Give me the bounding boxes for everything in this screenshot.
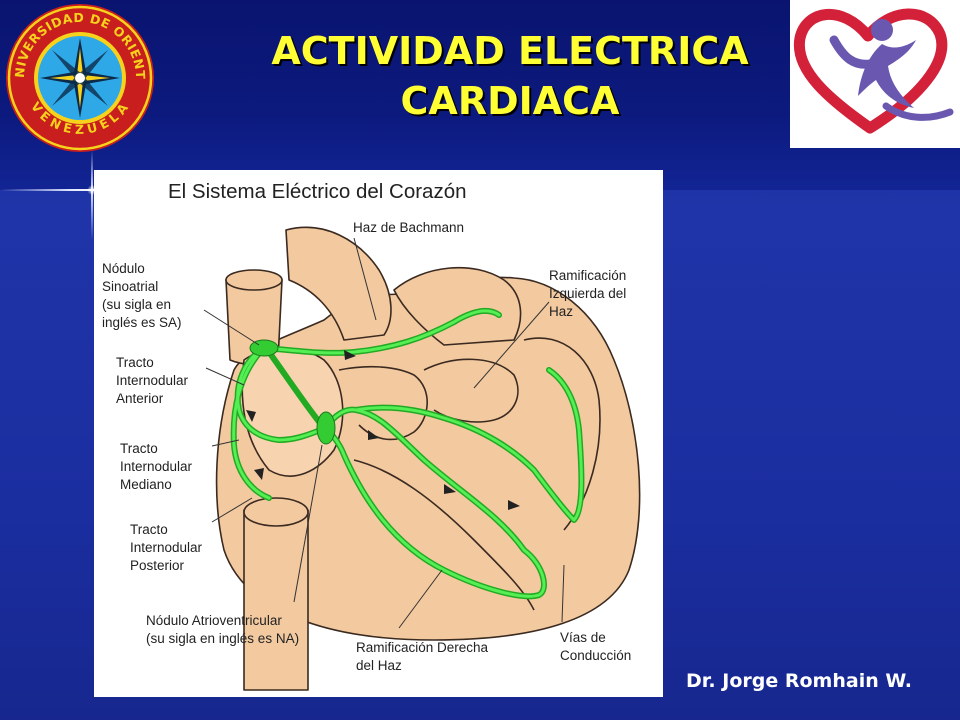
label-middle-1: Tracto [120, 441, 158, 456]
label-bachmann: Haz de Bachmann [353, 220, 464, 235]
diagram-title: El Sistema Eléctrico del Corazón [168, 180, 467, 203]
label-right-branch-1: Ramificación Derecha [356, 640, 489, 655]
label-posterior-1: Tracto [130, 522, 168, 537]
label-av-node-2: (su sigla en inglés es NA) [146, 631, 299, 646]
label-left-branch-3: Haz [549, 304, 573, 319]
label-sa-node-3: (su sigla en [102, 297, 171, 312]
label-posterior-3: Posterior [130, 558, 185, 573]
label-av-node-1: Nódulo Atrioventricular [146, 613, 282, 628]
label-left-branch-1: Ramificación [549, 268, 626, 283]
label-middle-2: Internodular [120, 459, 193, 474]
label-middle-3: Mediano [120, 477, 172, 492]
label-conduction-2: Conducción [560, 648, 631, 663]
label-sa-node-2: Sinoatrial [102, 279, 158, 294]
label-left-branch-2: Izquierda del [549, 286, 626, 301]
conduction-system-diagram: El Sistema Eléctrico del Corazón [94, 170, 663, 697]
label-sa-node-1: Nódulo [102, 261, 145, 276]
label-anterior-1: Tracto [116, 355, 154, 370]
label-anterior-2: Internodular [116, 373, 189, 388]
label-right-branch-2: del Haz [356, 658, 402, 673]
university-seal-logo: UNIVERSIDAD DE ORIENTE VENEZUELA [4, 2, 156, 154]
label-anterior-3: Anterior [116, 391, 164, 406]
slide-title-line1: ACTIVIDAD ELECTRICA [220, 26, 800, 76]
author-credit: Dr. Jorge Romhain W. [686, 670, 912, 692]
label-posterior-2: Internodular [130, 540, 203, 555]
label-conduction-1: Vías de [560, 630, 606, 645]
slide-title: ACTIVIDAD ELECTRICA CARDIACA [220, 26, 800, 126]
heart-person-logo [790, 0, 960, 148]
av-node [317, 412, 335, 444]
slide-title-line2: CARDIACA [220, 76, 800, 126]
label-sa-node-4: inglés es SA) [102, 315, 182, 330]
light-flare-vertical [91, 150, 93, 240]
light-flare-horizontal [0, 189, 100, 191]
